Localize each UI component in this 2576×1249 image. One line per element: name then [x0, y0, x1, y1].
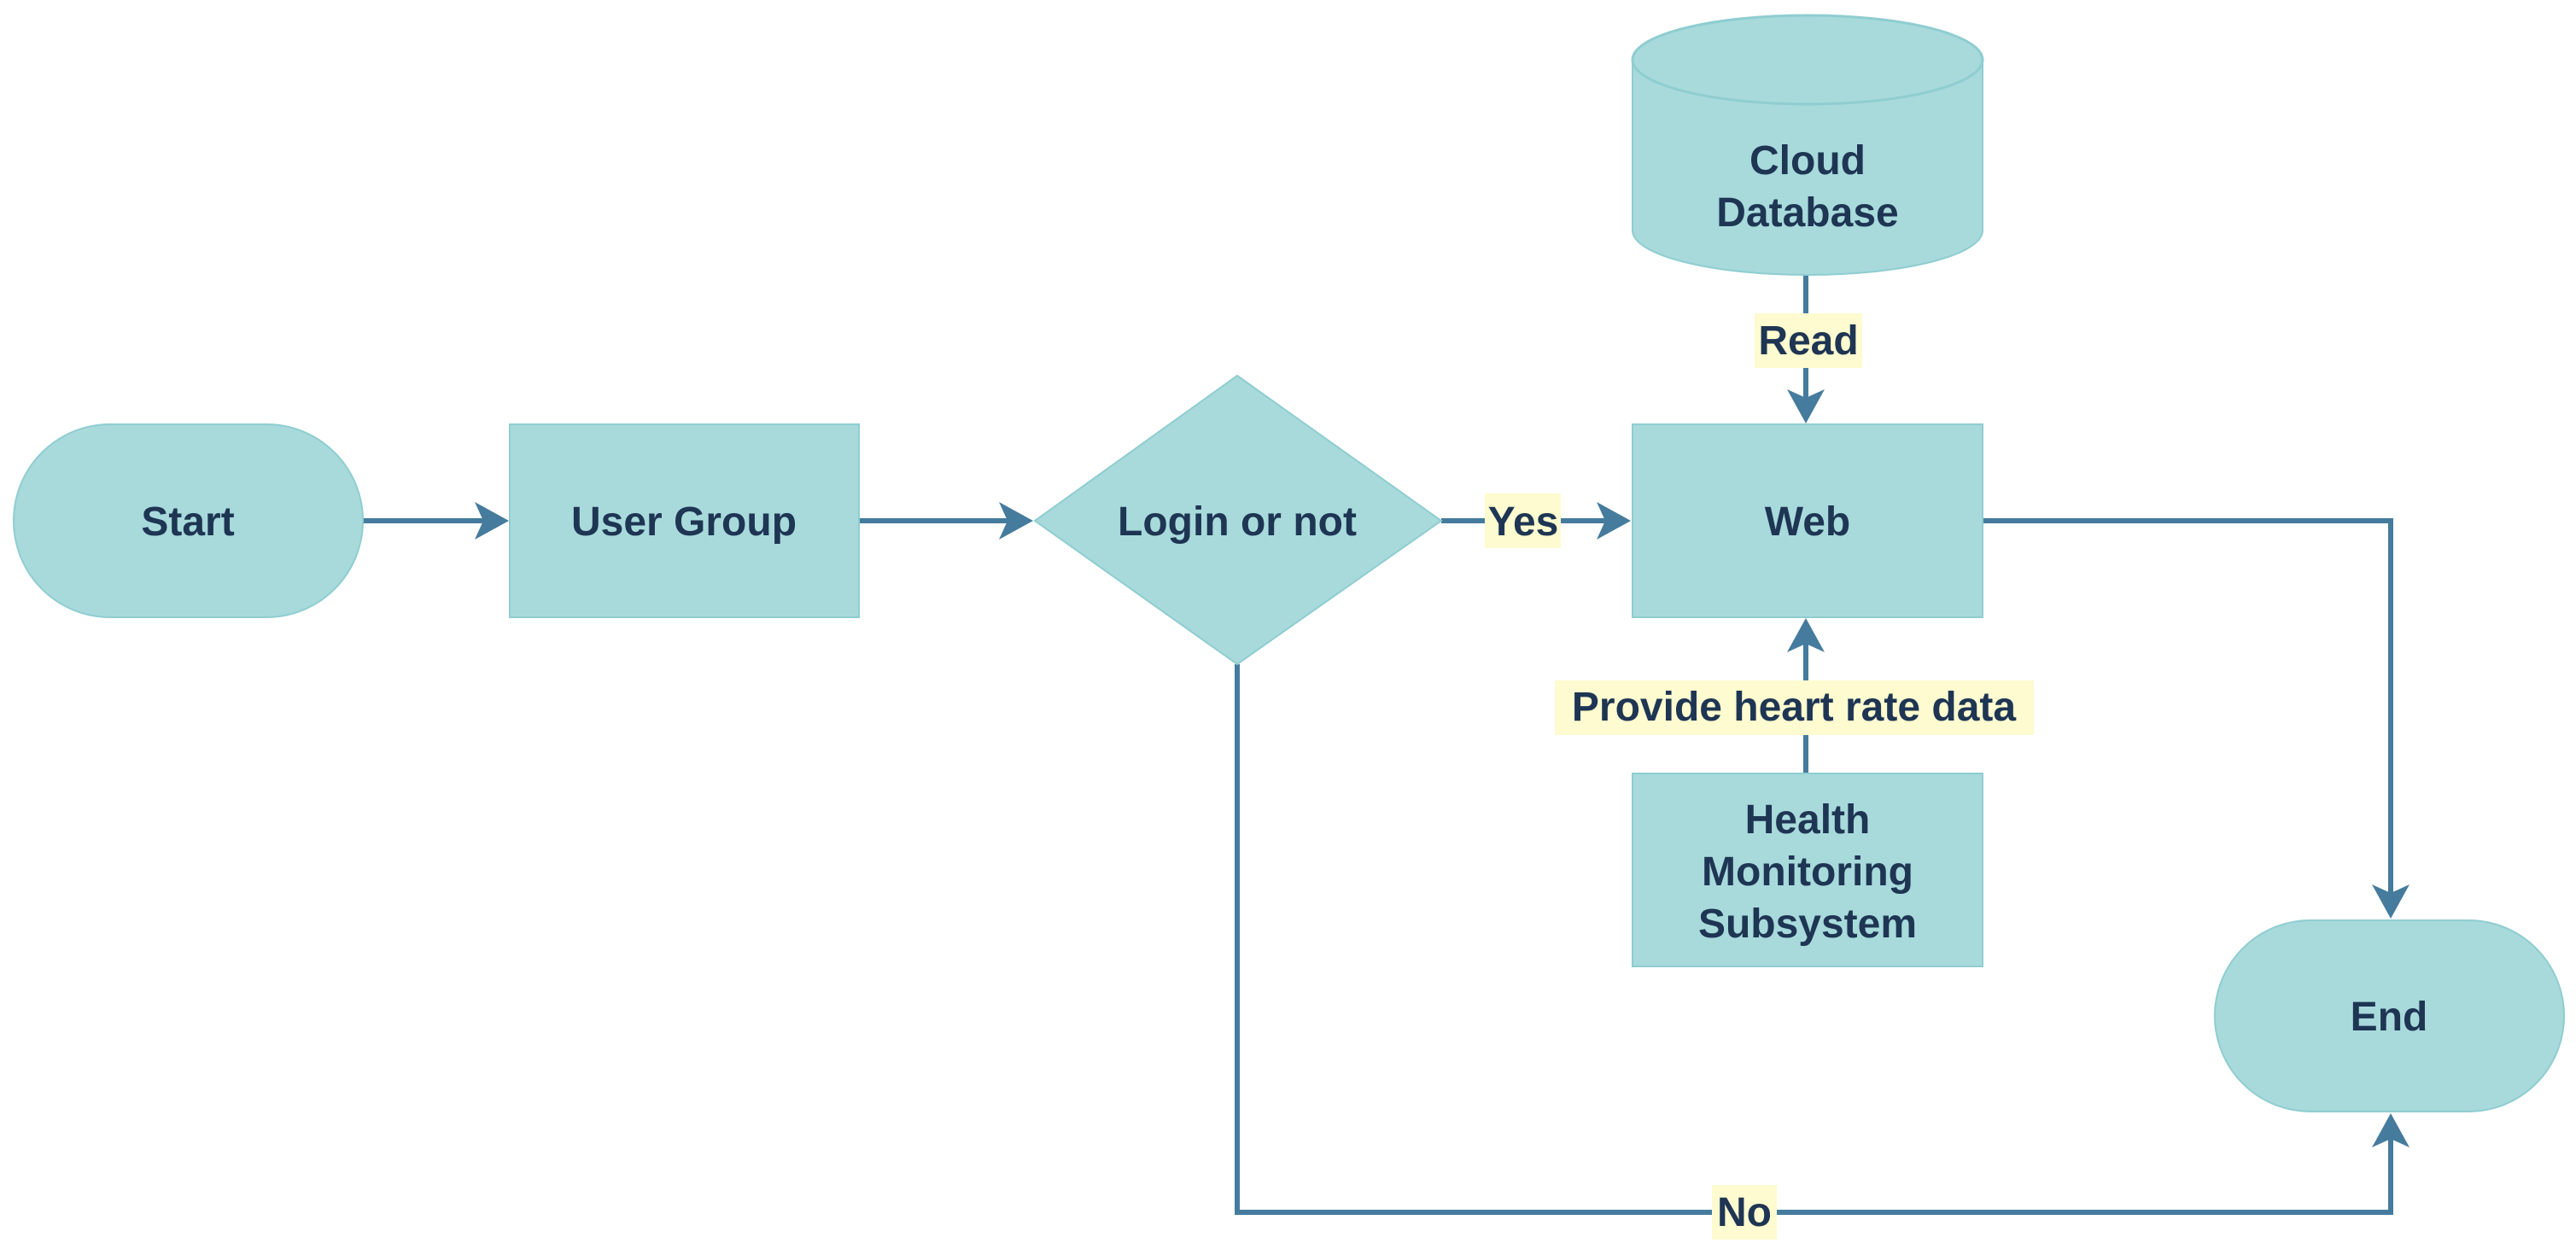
node-health-monitoring: Health Monitoring Subsystem: [1632, 773, 1983, 967]
cloud-database-body: [1632, 59, 1983, 276]
edge-label-provide: Provide heart rate data: [1555, 680, 2034, 735]
edge-labels: Yes Read Provide heart rate data No: [1485, 313, 2034, 1240]
edge-label-no-text: No: [1717, 1190, 1772, 1235]
arrowhead-login: [999, 502, 1033, 540]
end-shape: [2214, 919, 2565, 1112]
user-group-shape: [509, 423, 860, 618]
health-monitoring-label-line2: Monitoring: [1702, 849, 1913, 895]
edge-label-yes: Yes: [1485, 493, 1561, 548]
arrowhead-end-bottom: [2372, 1113, 2410, 1147]
edge-label-no-bg: [1712, 1185, 1777, 1240]
start-label: Start: [141, 499, 234, 545]
cloud-database-label-line1: Cloud: [1749, 138, 1866, 184]
node-login-decision: Login or not: [1033, 374, 1443, 666]
edge-label-provide-bg: [1555, 680, 2034, 735]
edge-label-provide-text: Provide heart rate data: [1572, 685, 2017, 730]
arrowhead-end-top: [2372, 884, 2410, 919]
edge-label-read: Read: [1755, 313, 1862, 368]
edge-web-to-end: [1983, 518, 2393, 903]
arrowhead-web-top: [1787, 389, 1825, 423]
edge-label-yes-bg: [1485, 493, 1561, 548]
end-label: End: [2351, 995, 2428, 1040]
edge-label-read-text: Read: [1758, 318, 1858, 364]
edge-label-no: No: [1712, 1185, 1777, 1240]
start-shape: [13, 423, 364, 618]
arrowhead-web-bottom: [1787, 618, 1825, 652]
node-user-group: User Group: [509, 423, 860, 618]
node-end: End: [2214, 919, 2565, 1112]
edge-label-yes-text: Yes: [1488, 499, 1559, 545]
node-start: Start: [13, 423, 364, 618]
arrowhead-user-group: [475, 502, 509, 540]
health-monitoring-label-line1: Health: [1745, 797, 1871, 843]
node-cloud-database: Cloud Database: [1631, 14, 1984, 276]
health-monitoring-label-line3: Subsystem: [1698, 902, 1917, 947]
web-shape: [1632, 423, 1983, 618]
health-monitoring-shape: [1632, 773, 1983, 967]
cloud-database-top: [1631, 14, 1984, 106]
login-decision-shape: [1033, 374, 1443, 666]
web-label: Web: [1765, 499, 1850, 545]
node-web: Web: [1632, 423, 1983, 618]
cloud-database-label-line2: Database: [1716, 190, 1898, 236]
login-decision-label: Login or not: [1118, 499, 1357, 545]
edge-label-read-bg: [1755, 313, 1862, 368]
user-group-label: User Group: [571, 499, 797, 545]
edges: [363, 275, 2410, 1215]
nodes: Start User Group Login or not Web Cloud …: [13, 14, 2565, 1112]
edge-login-no-to-end: [1235, 664, 2393, 1215]
arrowhead-web-left: [1597, 502, 1631, 540]
